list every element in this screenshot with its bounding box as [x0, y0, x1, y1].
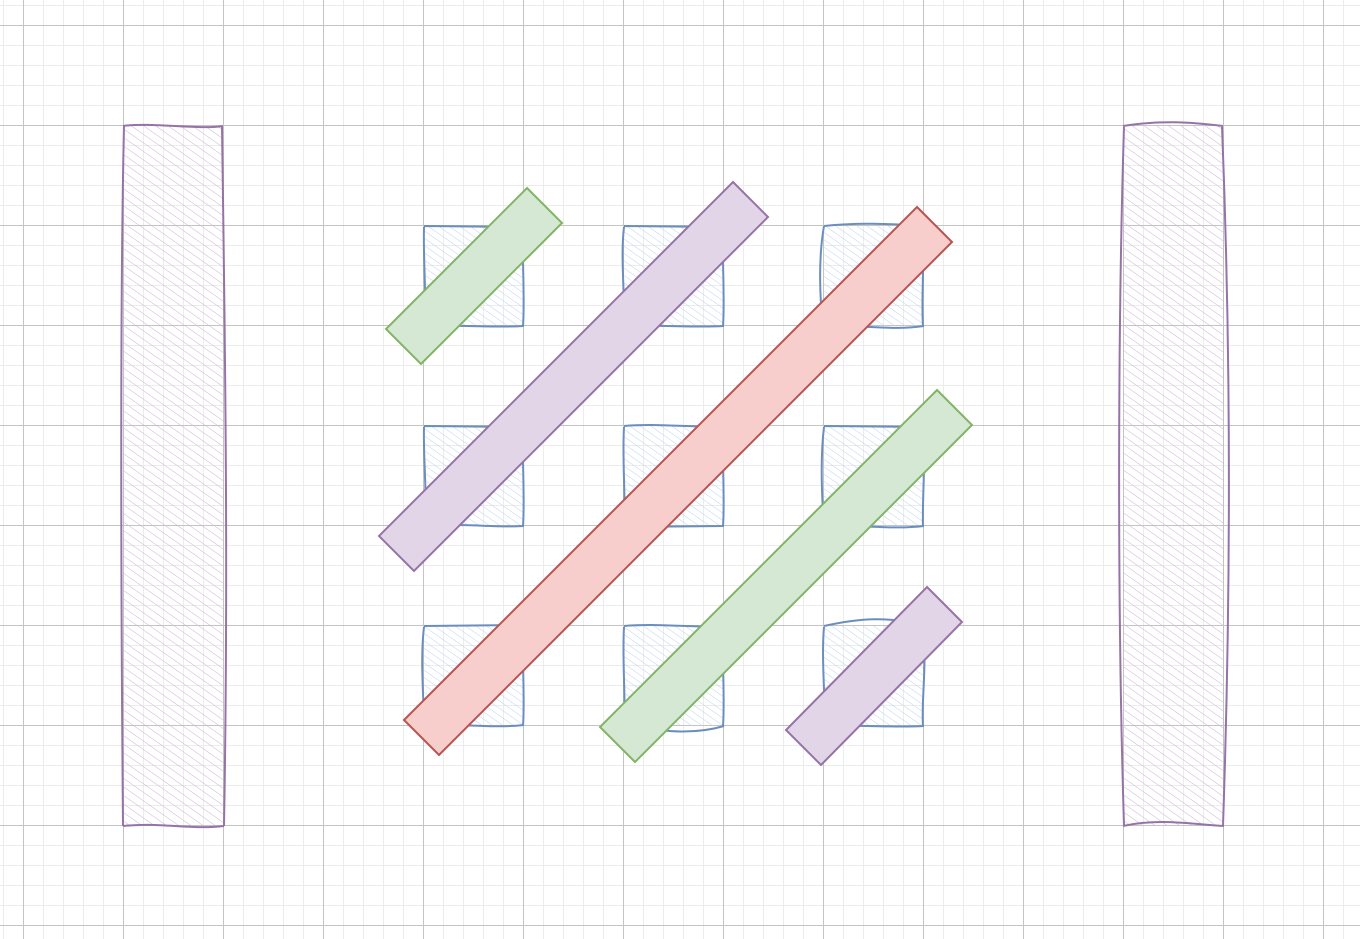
diagonal-bar-purple-short[interactable]: [784, 585, 964, 767]
diagonal-bars: [377, 180, 974, 767]
right-side-panel[interactable]: [1118, 121, 1230, 827]
diagonal-bar-green-short[interactable]: [384, 186, 564, 366]
diagonal-bar-red-long[interactable]: [402, 205, 954, 757]
left-side-panel[interactable]: [120, 123, 228, 829]
diagonal-bar-purple-long[interactable]: [377, 180, 770, 573]
diagonal-bar-green-long[interactable]: [598, 388, 974, 764]
